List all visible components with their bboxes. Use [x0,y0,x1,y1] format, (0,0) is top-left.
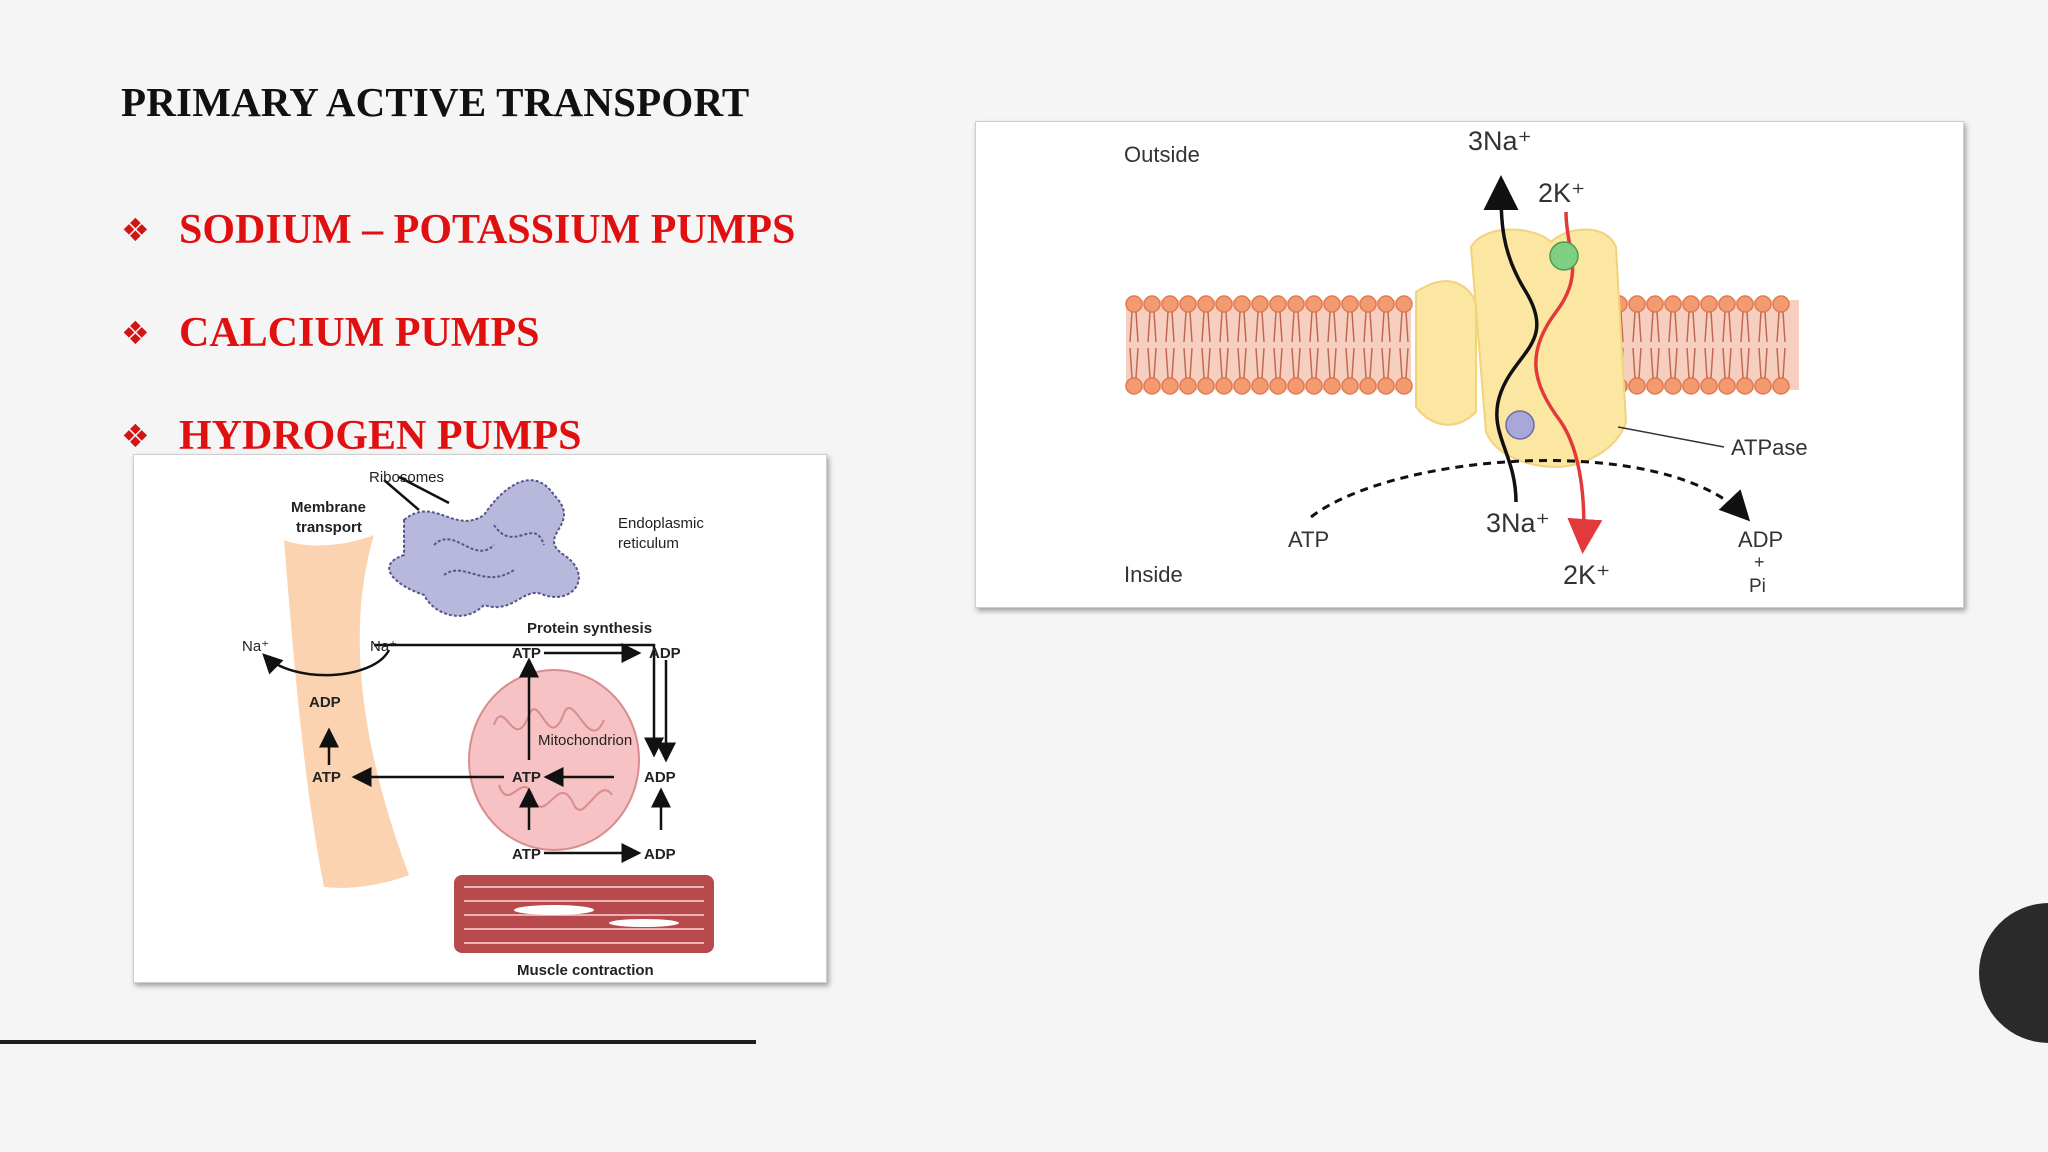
inside-label: Inside [1124,562,1183,587]
sodium-path [1483,175,1539,503]
atp-usage-diagram: Ribosomes Membrane transport Endoplasmic… [242,469,714,979]
atp-usage-figure: Ribosomes Membrane transport Endoplasmic… [133,454,827,983]
diamond-bullet-icon: ❖ [121,313,150,352]
atp-top-label: ATP [512,645,541,662]
bullet-label: SODIUM – POTASSIUM PUMPS [179,206,796,253]
er-label-1: Endoplasmic [618,515,704,532]
k-in-label: 2K⁺ [1563,560,1610,590]
atp-hydrolysis-arrow [1310,459,1751,522]
adp-label: ADP [1738,527,1783,552]
k-binding-site [1549,241,1579,271]
atpase-protein [1415,228,1628,469]
atp-bottom-label: ATP [512,846,541,863]
k-out-label: 2K⁺ [1538,178,1585,208]
corner-circle [1979,903,2048,1043]
atpase-label: ATPase [1731,435,1808,460]
slide-title: PRIMARY ACTIVE TRANSPORT [121,79,750,125]
adp-top-label: ADP [649,645,681,662]
adp-bottom-label: ADP [644,846,676,863]
muscle-contraction-label: Muscle contraction [517,962,654,979]
atp-mito-label: ATP [512,769,541,786]
adp-membrane-label: ADP [309,694,341,711]
adp-mito-label: ADP [644,769,676,786]
na-right-label: Na⁺ [370,638,397,655]
bullet-hydrogen: ❖ HYDROGEN PUMPS [121,384,795,487]
na-binding-site [1505,410,1535,440]
pi-label: Pi [1749,576,1766,597]
na-in-label: 3Na⁺ [1486,508,1550,538]
er-label-2: reticulum [618,535,679,552]
ribosomes-label: Ribosomes [369,469,444,486]
endoplasmic-reticulum [388,479,580,617]
membrane-strip [284,535,409,888]
bullet-list: ❖ SODIUM – POTASSIUM PUMPS ❖ CALCIUM PUM… [121,178,795,487]
mitochondrion-shape [468,669,640,851]
na-left-label: Na⁺ [242,638,269,655]
bullet-label: HYDROGEN PUMPS [179,412,582,459]
diamond-bullet-icon: ❖ [121,210,150,249]
atp-label: ATP [1288,527,1329,552]
bullet-sodium-potassium: ❖ SODIUM – POTASSIUM PUMPS [121,178,795,281]
membrane-label-2: transport [296,519,362,536]
sodium-potassium-pump-figure: Outside Inside ATPase ATP ADP + Pi 3Na⁺ … [975,121,1964,608]
outside-label: Outside [1124,142,1200,167]
mitochondrion-label: Mitochondrion [538,732,632,749]
protein-synthesis-label: Protein synthesis [527,620,652,637]
muscle-fibers [454,875,714,953]
plus-label: + [1754,552,1765,572]
divider-line [0,1040,756,1044]
membrane-label-1: Membrane [291,499,366,516]
bullet-calcium: ❖ CALCIUM PUMPS [121,281,795,384]
diamond-bullet-icon: ❖ [121,416,150,455]
atp-membrane-label: ATP [312,769,341,786]
na-k-atpase-diagram: Outside Inside ATPase ATP ADP + Pi 3Na⁺ … [1124,126,1808,597]
na-out-label: 3Na⁺ [1468,126,1532,156]
bullet-label: CALCIUM PUMPS [179,309,540,356]
